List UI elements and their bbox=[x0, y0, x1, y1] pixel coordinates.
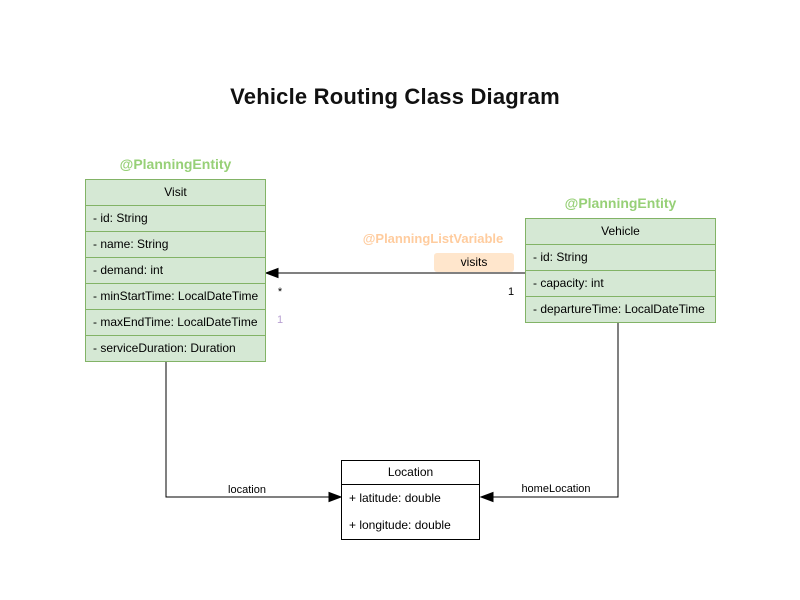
visit-attr-name: - name: String bbox=[86, 231, 265, 257]
class-location: Location + latitude: double + longitude:… bbox=[341, 460, 480, 540]
vehicle-attr-capacity: - capacity: int bbox=[526, 270, 715, 296]
location-attr-longitude: + longitude: double bbox=[349, 518, 451, 532]
diagram-title: Vehicle Routing Class Diagram bbox=[230, 84, 560, 109]
location-attr-latitude: + latitude: double bbox=[349, 491, 441, 505]
class-vehicle: Vehicle - id: String - capacity: int - d… bbox=[525, 218, 716, 323]
vehicle-attr-id: - id: String bbox=[533, 250, 588, 264]
class-visit-name: Visit bbox=[86, 180, 265, 206]
visit-attr-min-start-time: - minStartTime: LocalDateTime bbox=[86, 283, 265, 309]
edge-location bbox=[165, 361, 343, 503]
planning-list-variable-annotation: @PlanningListVariable bbox=[362, 231, 504, 246]
vehicle-attr-departure-time: - departureTime: LocalDateTime bbox=[526, 296, 715, 322]
class-location-name: Location bbox=[342, 461, 479, 485]
class-vehicle-name: Vehicle bbox=[526, 219, 715, 245]
visits-secondary-multiplicity: 1 bbox=[276, 314, 284, 326]
visit-attr-id: - id: String bbox=[93, 211, 148, 225]
vehicle-planning-entity-annotation: @PlanningEntity bbox=[564, 195, 677, 211]
edge-home-location bbox=[479, 322, 619, 503]
visit-attr-demand: - demand: int bbox=[86, 257, 265, 283]
edge-label-location: location bbox=[228, 484, 266, 496]
visits-multiplicity-star: * bbox=[277, 286, 283, 298]
class-visit: Visit - id: String - name: String - dema… bbox=[85, 179, 266, 362]
edge-label-home-location: homeLocation bbox=[521, 483, 591, 495]
edge-label-visits: visits bbox=[434, 253, 514, 272]
visit-attr-max-end-time: - maxEndTime: LocalDateTime bbox=[86, 309, 265, 335]
visits-multiplicity-one: 1 bbox=[507, 286, 515, 298]
visit-planning-entity-annotation: @PlanningEntity bbox=[119, 156, 232, 172]
visit-attr-service-duration: - serviceDuration: Duration bbox=[86, 335, 265, 361]
